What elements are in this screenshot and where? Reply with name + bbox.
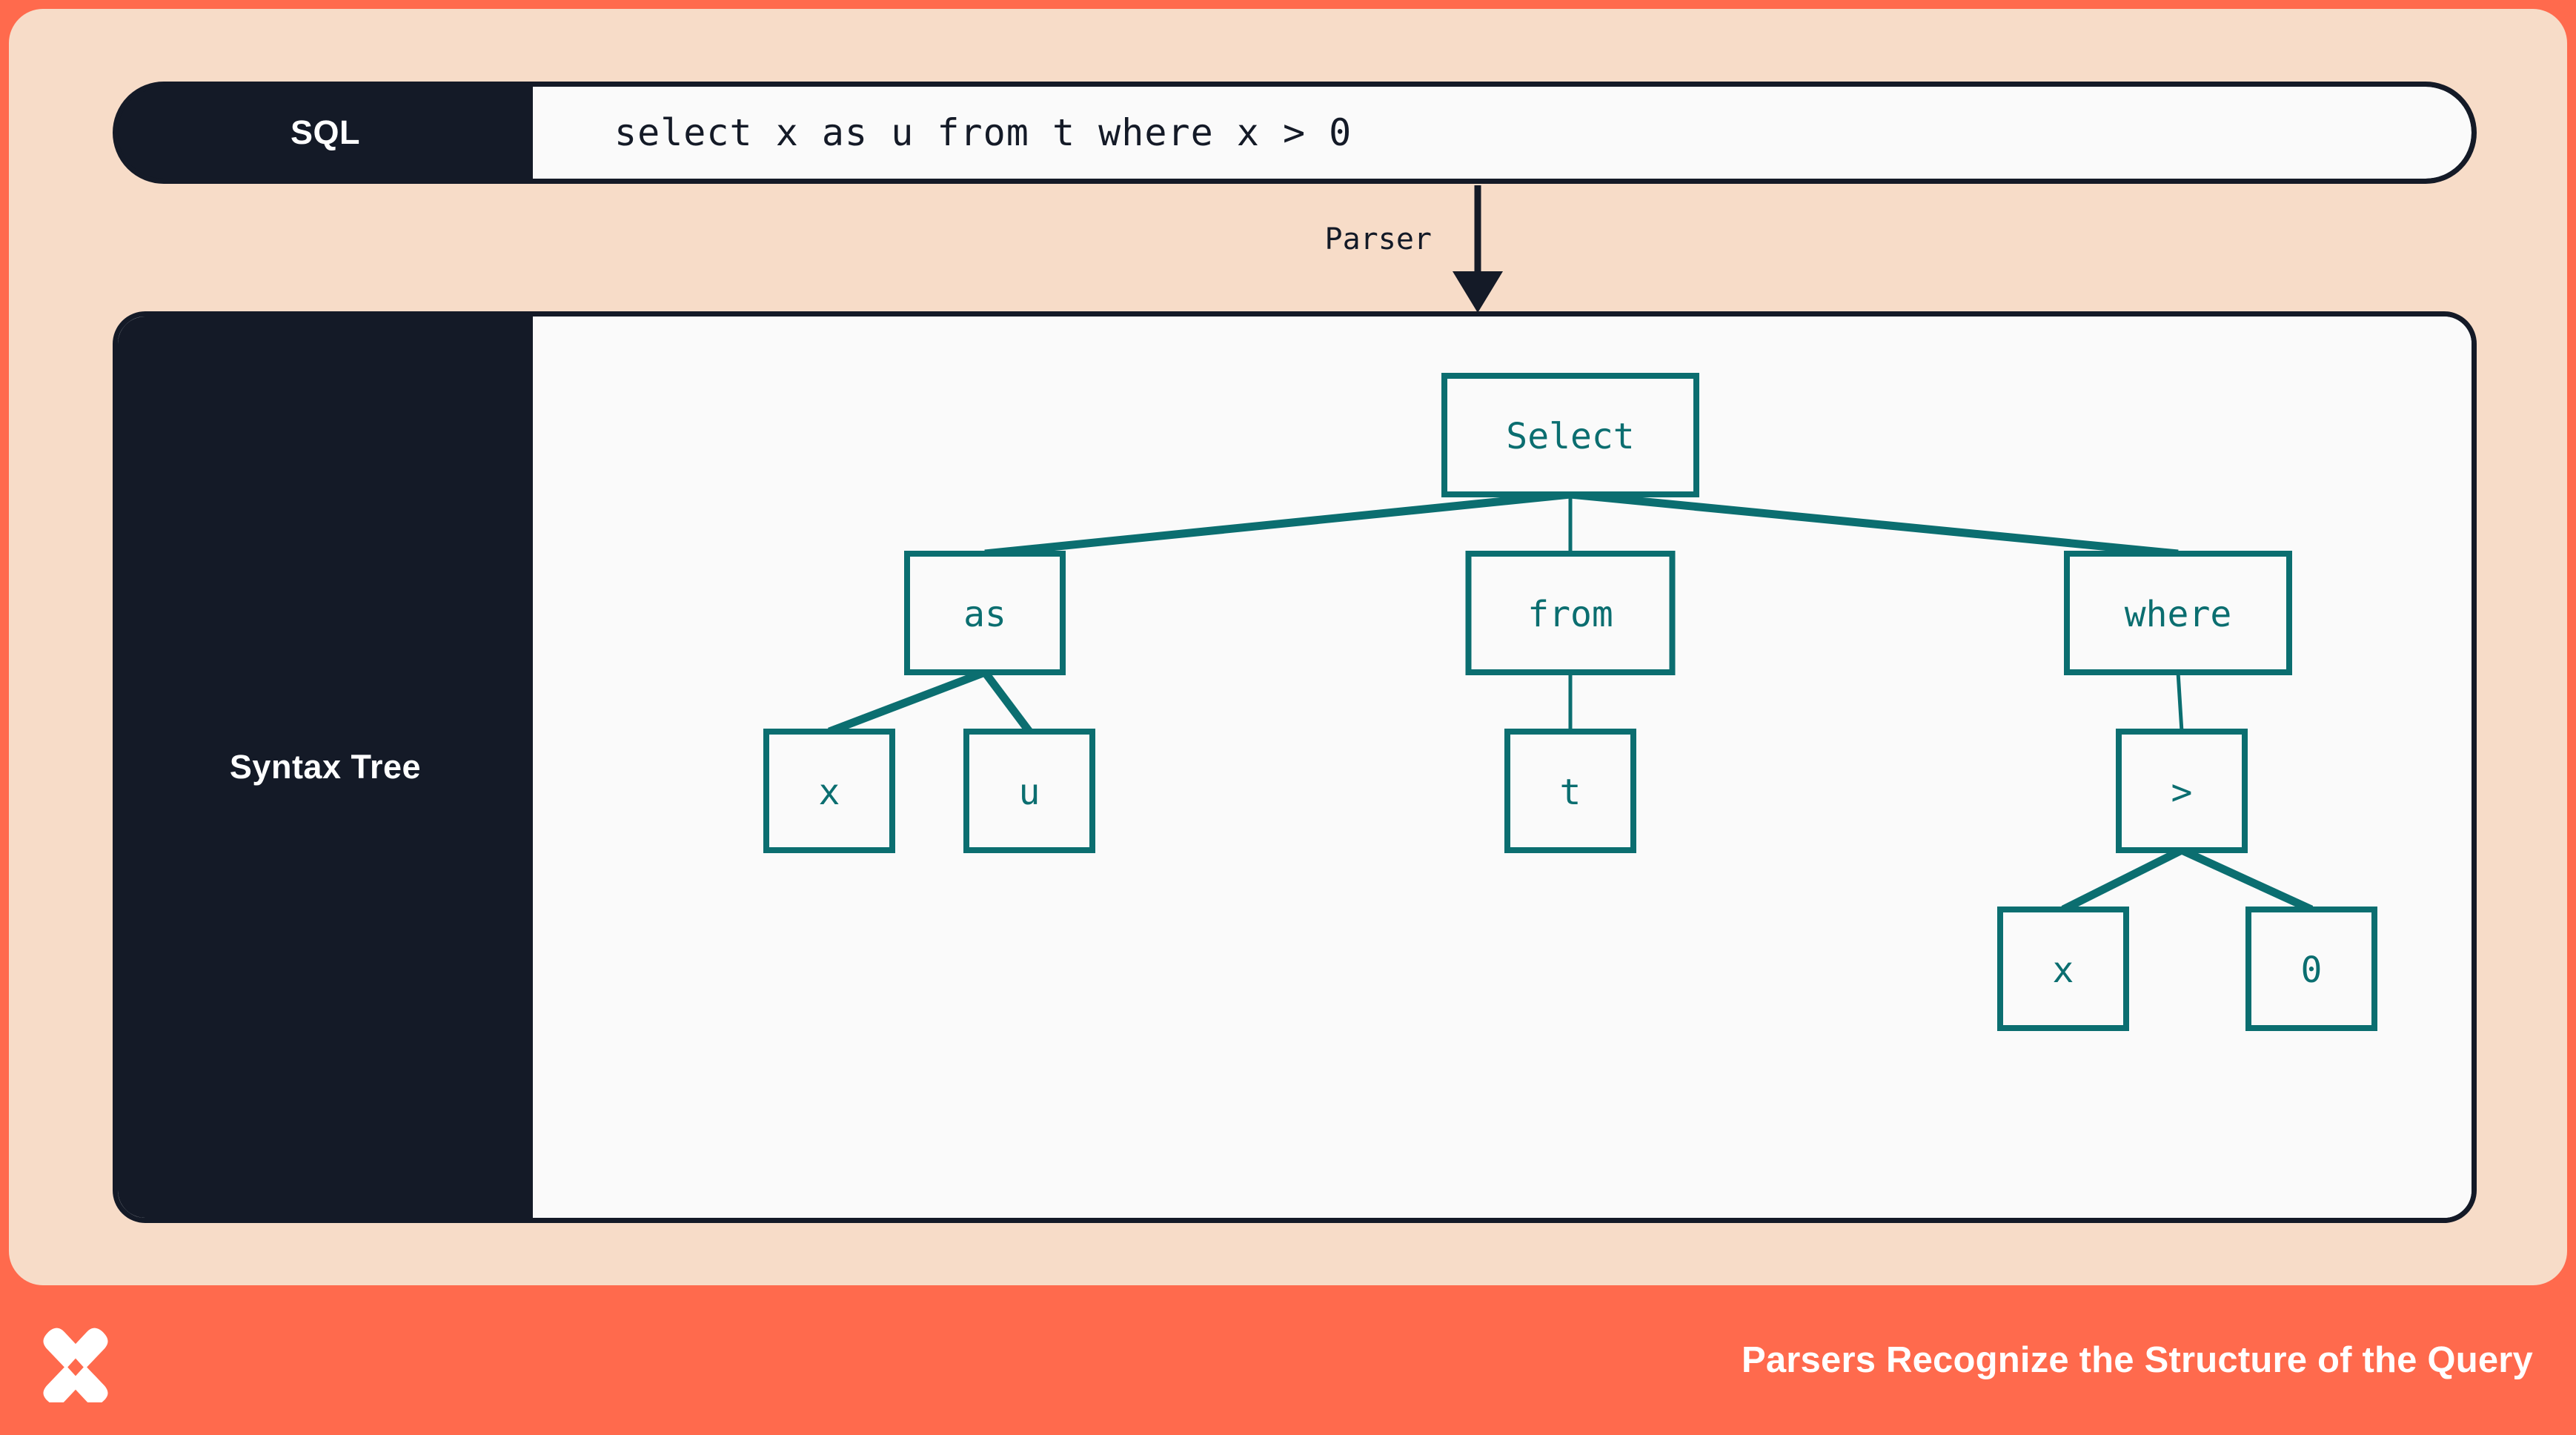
tree-node-col_x[interactable]: x: [763, 729, 895, 853]
tree-node-label: x: [819, 772, 840, 813]
tree-canvas: Select as from where x u t > x 0: [533, 317, 2472, 1218]
tree-node-box: [1465, 551, 1676, 675]
tree-node-box: [904, 551, 1066, 675]
tree-node-box: [1997, 907, 2129, 1031]
sql-query-text: select x as u from t where x > 0: [614, 111, 1352, 154]
tree-node-label: where: [2125, 594, 2232, 635]
tree-node-label: u: [1019, 772, 1040, 813]
tree-node-box: [1441, 373, 1699, 497]
tree-node-select[interactable]: Select: [1441, 373, 1699, 497]
tree-node-box: [2116, 729, 2248, 853]
sql-row-label: SQL: [118, 87, 533, 179]
tree-row-label: Syntax Tree: [118, 317, 533, 1218]
tree-edge: [2180, 846, 2314, 914]
tree-label-text: Syntax Tree: [229, 748, 422, 786]
tree-node-box: [763, 729, 895, 853]
sql-input-row: SQL select x as u from t where x > 0: [113, 82, 2477, 184]
tree-node-box: [2064, 551, 2292, 675]
tree-node-box: [1504, 729, 1636, 853]
tree-node-label: Select: [1506, 416, 1634, 457]
tree-node-from[interactable]: from: [1465, 551, 1676, 675]
tree-node-where[interactable]: where: [2064, 551, 2292, 675]
tree-node-label: t: [1560, 772, 1581, 813]
tree-node-zero[interactable]: 0: [2245, 907, 2377, 1031]
tree-node-label: >: [2171, 772, 2193, 813]
tree-node-alias_u[interactable]: u: [963, 729, 1095, 853]
parser-transform: Parser: [1261, 185, 1573, 313]
tree-node-as[interactable]: as: [904, 551, 1066, 675]
tree-edge: [828, 668, 986, 736]
tree-node-gt[interactable]: >: [2116, 729, 2248, 853]
tree-node-label: from: [1527, 594, 1613, 635]
footer-bar: Parsers Recognize the Structure of the Q…: [0, 1285, 2576, 1435]
tree-node-pred_x[interactable]: x: [1997, 907, 2129, 1031]
sql-query-field[interactable]: select x as u from t where x > 0: [533, 87, 2472, 179]
tree-node-label: as: [963, 594, 1006, 635]
tree-edge: [1570, 490, 2179, 558]
tree-node-box: [963, 729, 1095, 853]
tree-edge-layer: [828, 490, 2314, 914]
tree-edge: [2176, 672, 2184, 732]
tree-edge: [984, 490, 1571, 558]
tree-edge: [981, 669, 1033, 735]
footer-caption-text: Parsers Recognize the Structure of the Q…: [1741, 1340, 2533, 1380]
parser-arrow-icon: [1453, 185, 1503, 313]
syntax-tree-graphic: Select as from where x u t > x 0: [763, 373, 2377, 1031]
sql-label-text: SQL: [290, 113, 360, 151]
tree-edge: [2061, 846, 2184, 913]
syntax-tree-row: Syntax Tree Select as from where x u t > x 0: [113, 311, 2477, 1223]
x-mark-logo-icon: [43, 1328, 108, 1402]
tree-node-label: 0: [2301, 950, 2323, 991]
parser-label: Parser: [1324, 222, 1433, 256]
content-card: SQL select x as u from t where x > 0 Par…: [9, 9, 2567, 1285]
tree-node-label: x: [2053, 950, 2074, 991]
tree-node-layer: Select as from where x u t > x 0: [763, 373, 2377, 1031]
tree-node-table_t[interactable]: t: [1504, 729, 1636, 853]
tree-node-box: [2245, 907, 2377, 1031]
